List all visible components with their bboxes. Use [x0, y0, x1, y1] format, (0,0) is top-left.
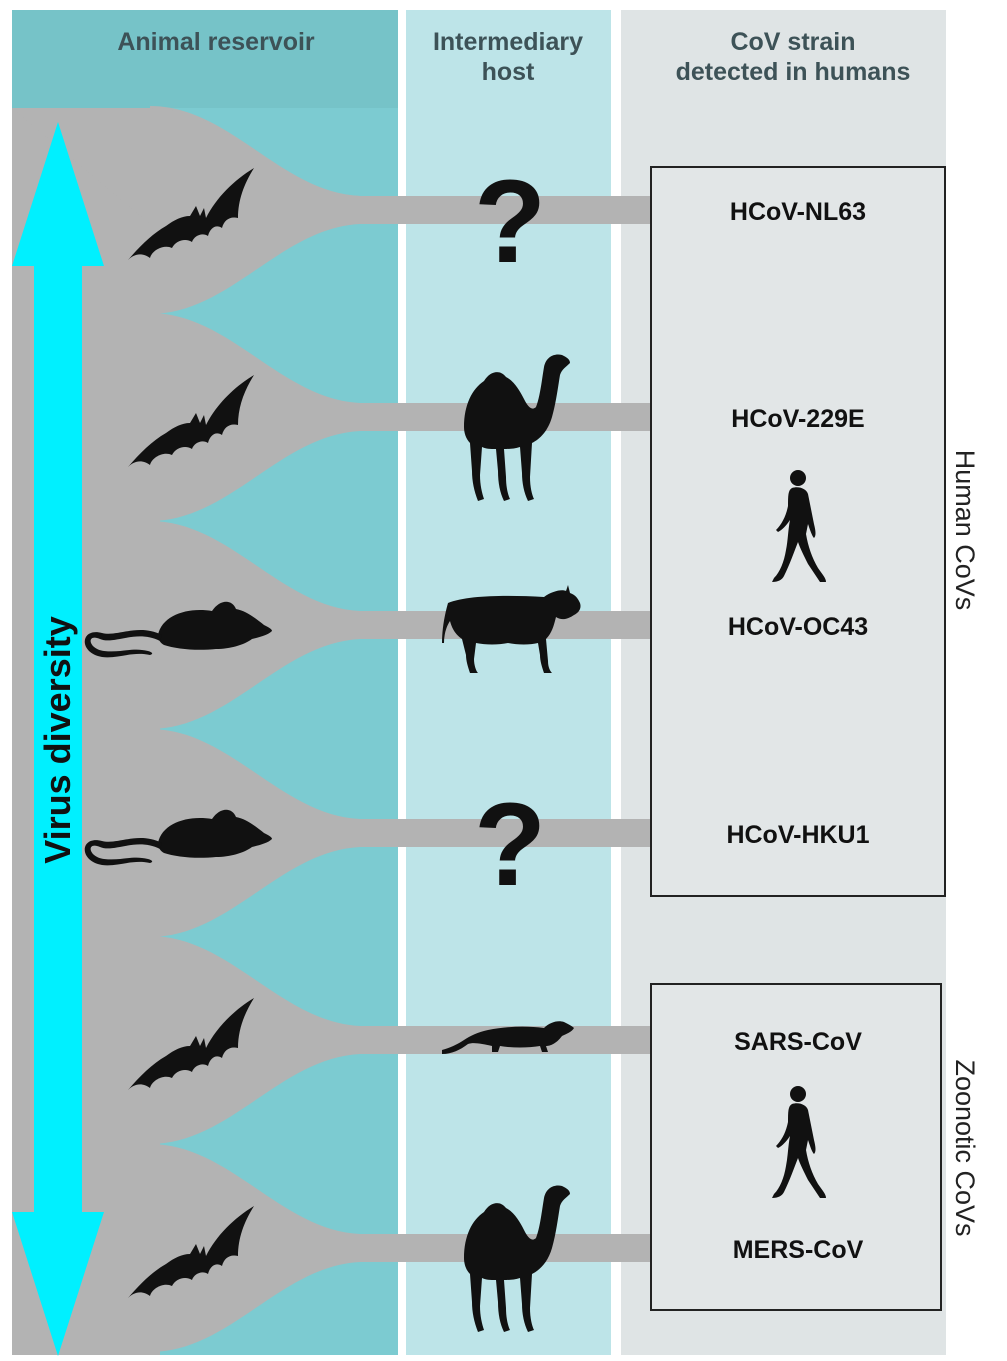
flow-arrow: [150, 521, 690, 729]
human-covs-label: Human CoVs: [950, 450, 980, 611]
intermediary-host-column: [406, 10, 611, 1355]
strain-label: SARS-CoV: [734, 1028, 862, 1056]
virus-diversity-double-arrow: [12, 122, 104, 1356]
flow-arrow: [150, 936, 690, 1144]
zoonotic-covs-label: Zoonotic CoVs: [950, 1059, 980, 1236]
strain-heading-line1: CoV strain: [730, 28, 855, 56]
flow-arrow: [150, 313, 690, 521]
strain-label: MERS-CoV: [733, 1236, 864, 1264]
strain-label: HCoV-229E: [731, 405, 864, 433]
strain-label: HCoV-NL63: [730, 198, 866, 226]
flow-arrow: [150, 106, 690, 314]
animal-reservoir-heading: Animal reservoir: [117, 28, 315, 56]
flow-cap: [12, 108, 360, 224]
flow-arrow: [150, 729, 690, 937]
intermediary-host-heading-line1: Intermediary: [433, 28, 583, 56]
strain-heading-line2: detected in humans: [676, 58, 911, 86]
strain-label: HCoV-OC43: [728, 613, 868, 641]
intermediary-host-heading-line2: host: [482, 58, 535, 86]
virus-diversity-label: Virus diversity: [37, 616, 78, 863]
animal-reservoir-header-band: [12, 10, 398, 108]
strain-label: HCoV-HKU1: [726, 821, 869, 849]
question-mark-icon: ?: [474, 779, 546, 911]
question-mark-icon: ?: [474, 156, 546, 288]
flow-arrow: [150, 1144, 690, 1352]
